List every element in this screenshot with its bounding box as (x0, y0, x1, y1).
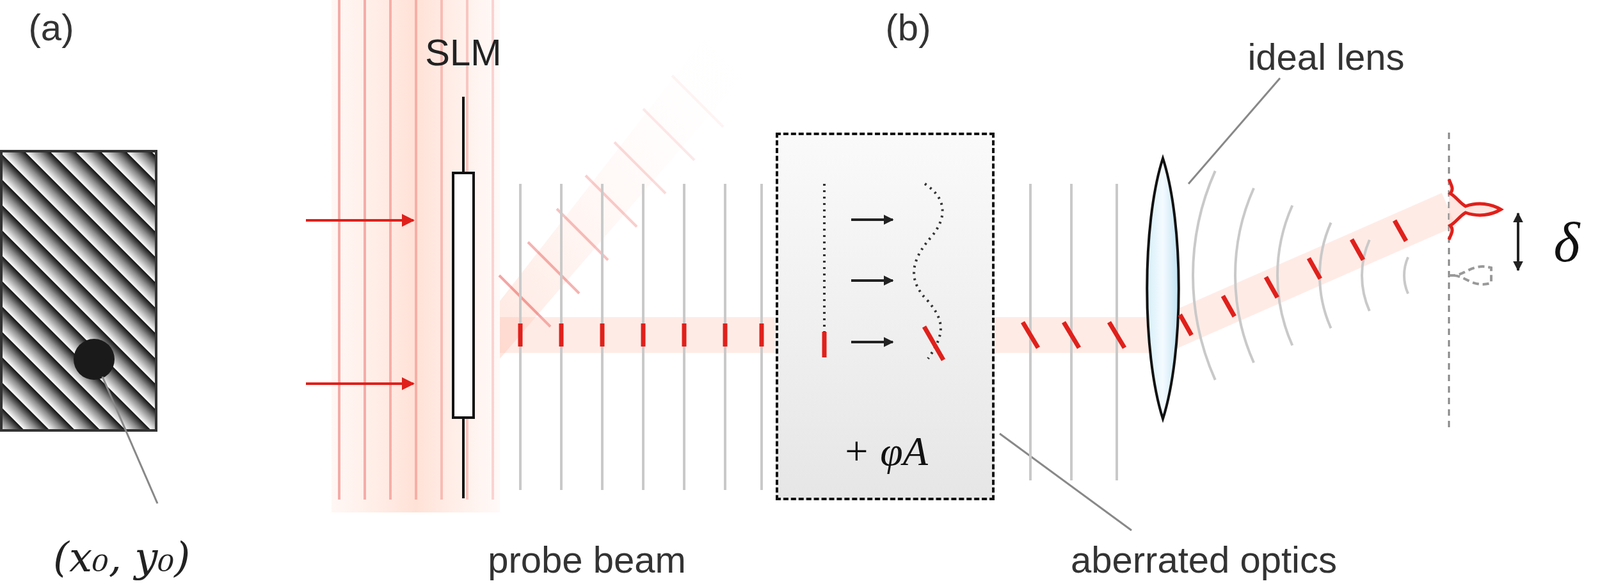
wavefront-line (389, 0, 392, 500)
beam-segment (759, 323, 765, 347)
wavefront-arc (1404, 256, 1408, 294)
diffracted-wavefronts (499, 75, 724, 327)
wavefront-arc (1192, 170, 1216, 380)
focal-plane (1448, 132, 1451, 431)
illumination-wavefronts (339, 0, 493, 500)
beam-segment (1265, 277, 1278, 298)
beam-segment (924, 326, 944, 360)
phase-grating (1, 151, 157, 431)
part-label: probe beam (487, 537, 687, 581)
leader-line (1188, 78, 1280, 184)
shift-symbol: δ (1553, 209, 1581, 275)
wavefront-line (414, 0, 418, 500)
wavefront-line (440, 0, 443, 500)
probe-point (73, 338, 115, 380)
wavefront-line (528, 241, 580, 294)
wavefront-line (337, 0, 341, 500)
part-label: aberrated optics (1070, 537, 1337, 581)
aberration-box-fill (775, 132, 995, 500)
wavefront-arc (1277, 205, 1293, 346)
beam-segment (1351, 239, 1364, 260)
flat-wavefront (823, 183, 826, 333)
leader-line (999, 433, 1132, 530)
beam-segment (682, 323, 687, 347)
wavefront-line (585, 175, 637, 227)
wavefront-line (363, 0, 367, 500)
coordinate-label: (x₀, y₀) (53, 533, 191, 581)
illumination-glow (331, 0, 500, 512)
beam-segment (518, 323, 523, 347)
aberrated-wavefronts (1022, 183, 1125, 480)
wavefront-arc (1361, 240, 1370, 312)
beam-segment (1180, 314, 1192, 335)
device-label: SLM (424, 30, 502, 74)
shift-arrow (1516, 213, 1520, 271)
ideal-lens (1146, 158, 1179, 419)
beam-segment (723, 323, 728, 347)
aberration-box: + φA (775, 132, 995, 500)
beam-segment (1394, 220, 1407, 241)
slm-panel: SLM (451, 171, 475, 419)
propagation-arrow (851, 340, 893, 344)
beam-segment (600, 323, 605, 347)
wavefront-line (614, 142, 666, 194)
shifted-psf (1448, 179, 1501, 240)
wavefront-line (723, 183, 727, 490)
illumination-arrow (305, 218, 414, 222)
diffracted-beam (499, 38, 743, 359)
phase-term: + φA (842, 427, 928, 475)
beam-segment (1109, 321, 1125, 348)
propagation-arrow (851, 279, 893, 282)
probe-wavefronts (520, 183, 762, 490)
converging-wavefronts (1180, 170, 1408, 380)
wavefront-line (519, 183, 522, 490)
beam-segment (1223, 295, 1235, 317)
beam-segment (559, 323, 564, 347)
wavefront-line (672, 75, 724, 127)
wavefront-line (682, 183, 686, 490)
wavefront-line (760, 183, 763, 490)
wavefront-line (641, 183, 645, 490)
leader-line (102, 376, 158, 504)
wavefront-arc (1235, 188, 1254, 363)
panel-label: (a) (28, 5, 75, 49)
beam-segment (641, 323, 646, 347)
beam-segment (1063, 321, 1080, 348)
wavefront-line (560, 183, 563, 490)
reference-psf (1448, 266, 1492, 285)
propagation-arrow (851, 218, 893, 221)
wavefront-line (491, 0, 495, 500)
wavefront-line (643, 108, 695, 160)
beam-segment (822, 331, 827, 358)
part-label: ideal lens (1247, 35, 1405, 79)
beam-segment (1022, 321, 1039, 348)
wavefront-line (556, 208, 608, 260)
beam-segment (1308, 257, 1321, 279)
panel-label: (b) (885, 5, 932, 49)
wavefront-arc (1319, 222, 1332, 329)
illumination-arrow (305, 382, 414, 385)
wavefront-line (600, 183, 604, 490)
